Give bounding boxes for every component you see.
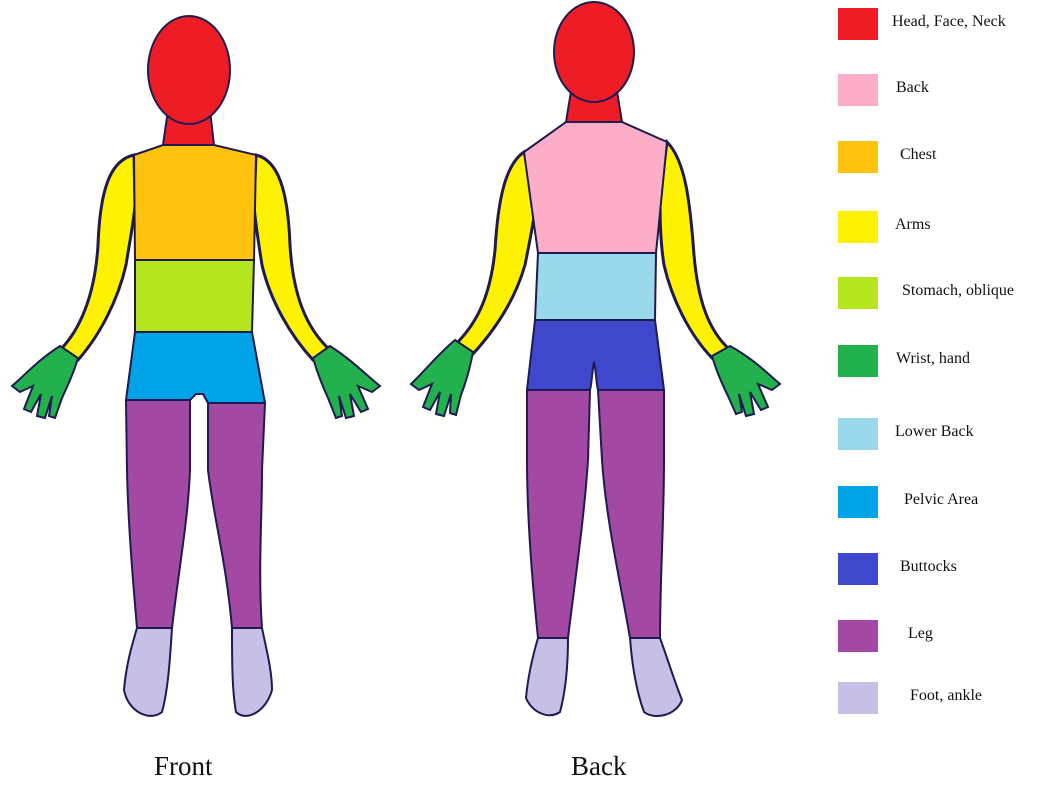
back-left-arm <box>455 152 536 355</box>
front-stomach <box>135 260 254 332</box>
front-left-leg <box>126 400 190 628</box>
front-pelvic <box>126 332 265 403</box>
front-right-hand <box>313 346 380 418</box>
legend-label-stomach: Stomach, oblique <box>902 282 1014 300</box>
back-lower-back <box>535 253 656 320</box>
back-left-foot <box>526 638 568 715</box>
front-right-leg <box>208 403 265 628</box>
back-right-leg <box>598 390 664 638</box>
back-head <box>554 2 634 102</box>
back-upper-back <box>524 122 667 253</box>
legend-label-back: Back <box>896 79 929 97</box>
front-left-hand <box>12 346 78 418</box>
back-buttocks <box>527 320 664 390</box>
legend-swatch-chest <box>838 141 878 173</box>
legend-swatch-wrist <box>838 345 878 377</box>
legend-label-foot: Foot, ankle <box>910 687 982 705</box>
legend-swatch-stomach <box>838 277 878 309</box>
legend-swatch-buttocks <box>838 553 878 585</box>
front-right-foot <box>232 628 272 716</box>
legend-swatch-lowerback <box>838 418 878 450</box>
legend-label-pelvic: Pelvic Area <box>904 491 978 509</box>
legend-label-buttocks: Buttocks <box>900 558 957 576</box>
back-caption: Back <box>571 753 626 780</box>
legend-swatch-head <box>838 8 878 40</box>
front-left-arm <box>60 155 135 360</box>
front-figure <box>12 16 380 716</box>
legend-label-wrist: Wrist, hand <box>896 350 970 368</box>
back-left-leg <box>527 390 590 638</box>
legend-swatch-pelvic <box>838 486 878 518</box>
back-left-hand <box>411 340 473 416</box>
legend-label-leg: Leg <box>908 625 933 643</box>
front-right-arm <box>254 155 330 360</box>
legend-swatch-foot <box>838 682 878 714</box>
front-left-foot <box>124 628 172 716</box>
front-caption: Front <box>154 753 213 780</box>
legend-label-arms: Arms <box>895 216 931 234</box>
back-right-hand <box>712 346 780 416</box>
legend-swatch-leg <box>838 620 878 652</box>
back-figure <box>411 2 780 716</box>
legend-swatch-arms <box>838 211 878 243</box>
back-right-arm <box>660 142 730 358</box>
legend-label-chest: Chest <box>900 146 936 164</box>
front-chest <box>134 145 256 260</box>
front-head <box>148 16 230 124</box>
back-right-foot <box>630 638 682 716</box>
legend-label-head: Head, Face, Neck <box>892 13 1006 31</box>
legend-label-lowerback: Lower Back <box>895 423 974 441</box>
legend-swatch-back <box>838 74 878 106</box>
